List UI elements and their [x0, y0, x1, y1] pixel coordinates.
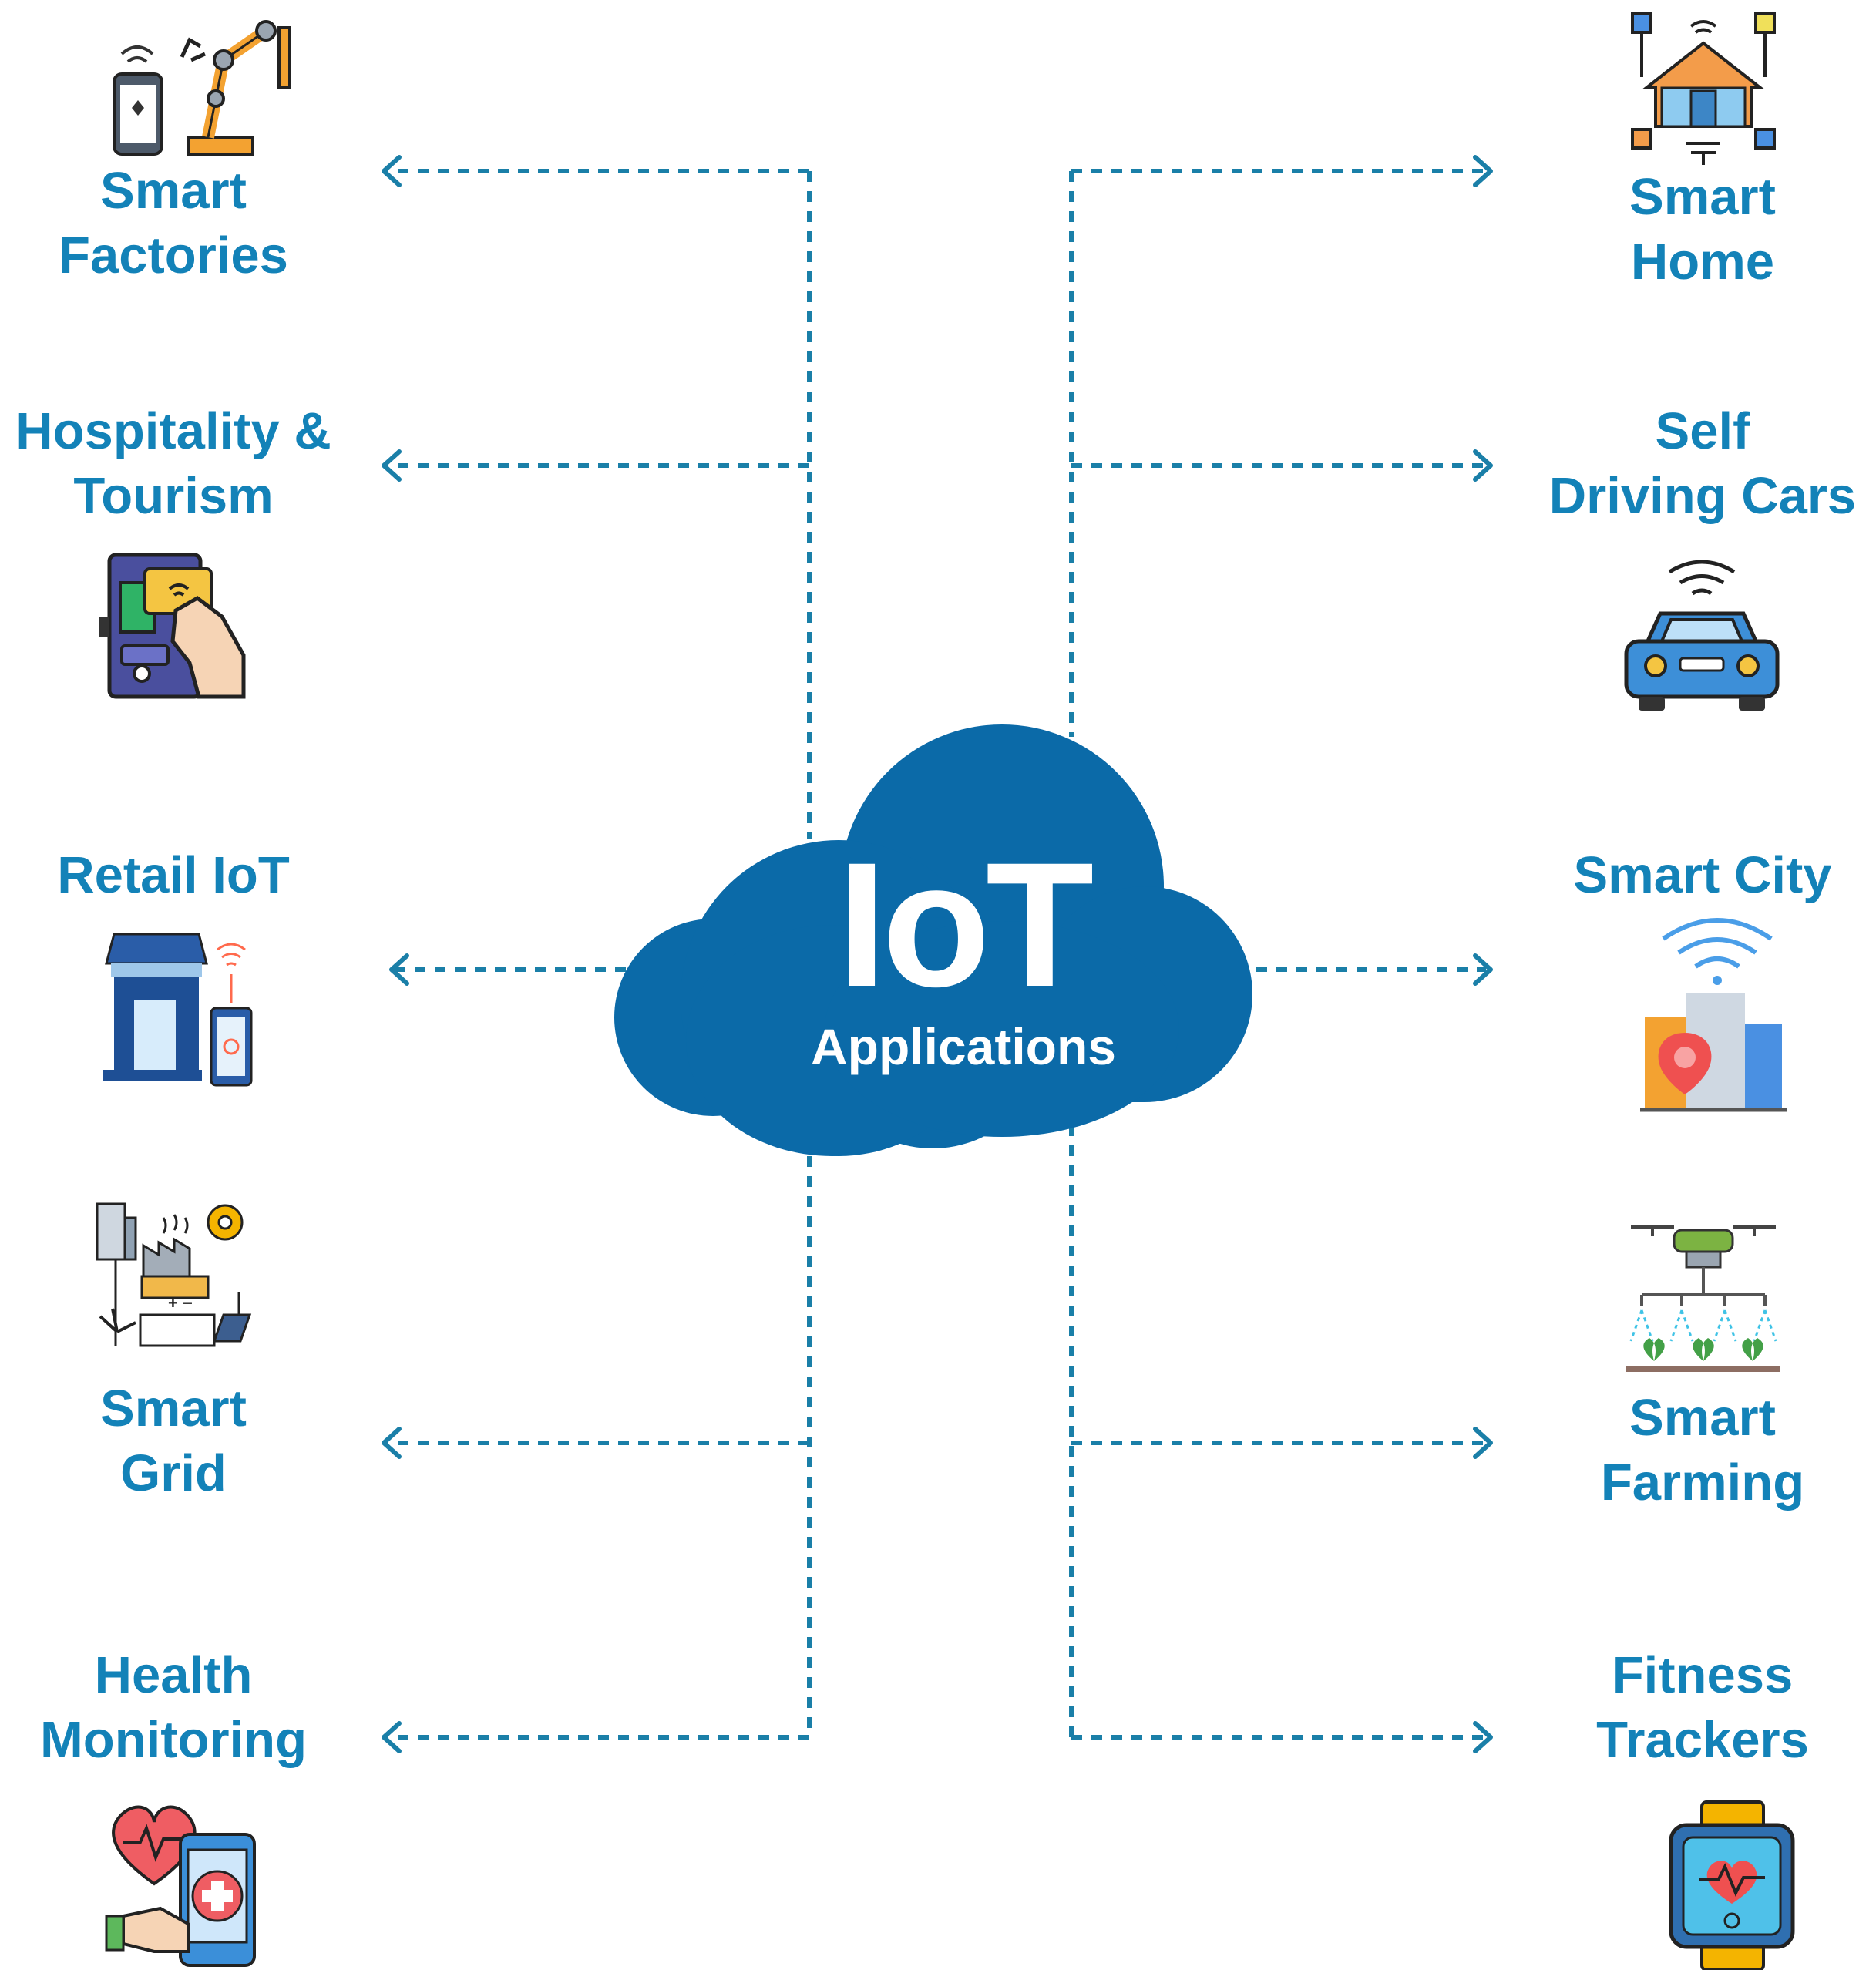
- connected-house-icon: [1631, 12, 1776, 165]
- label-hospitality-line1: Hospitality &: [15, 402, 331, 460]
- label-hospitality-tourism: Hospitality & Tourism: [0, 399, 347, 529]
- arrowheads: [382, 155, 1493, 1753]
- store-phone-icon: [103, 933, 253, 1087]
- arrowhead-right-1: [1473, 155, 1493, 187]
- svg-text:+ −: + −: [168, 1293, 193, 1313]
- arrowhead-right-4: [1473, 1427, 1493, 1459]
- arrowhead-left-4: [382, 1427, 402, 1459]
- label-smart-farming-line2: Farming: [1600, 1454, 1805, 1511]
- label-retail-iot: Retail IoT: [0, 843, 347, 908]
- label-health-line1: Health: [94, 1646, 253, 1704]
- arrowhead-left-2: [382, 449, 402, 482]
- cloud-title: IoT: [837, 825, 1094, 1024]
- arrowhead-left-3: [389, 953, 409, 986]
- label-fitness-trackers: Fitness Trackers: [1529, 1643, 1876, 1773]
- label-smart-farming: Smart Farming: [1529, 1386, 1876, 1515]
- label-smart-grid: Smart Grid: [0, 1377, 347, 1506]
- connected-car-icon: [1624, 560, 1780, 711]
- label-smart-grid-line1: Smart: [100, 1380, 247, 1437]
- label-smart-grid-line2: Grid: [120, 1444, 227, 1502]
- label-smart-factories-line1: Smart: [100, 162, 247, 220]
- label-smart-factories: Smart Factories: [0, 159, 347, 288]
- cloud-subtitle: Applications: [810, 1018, 1117, 1075]
- label-fitness-line2: Trackers: [1596, 1711, 1809, 1769]
- arrowhead-right-5: [1473, 1721, 1493, 1753]
- label-health-line2: Monitoring: [39, 1711, 308, 1769]
- arrowhead-right-3: [1473, 953, 1493, 986]
- label-self-driving-line2: Driving Cars: [1548, 467, 1857, 525]
- label-smart-factories-line2: Factories: [59, 227, 288, 284]
- label-smart-farming-line1: Smart: [1629, 1389, 1776, 1447]
- label-smart-home: Smart Home: [1529, 165, 1876, 294]
- label-self-driving-cars: Self Driving Cars: [1529, 399, 1876, 529]
- smartwatch-heart-icon: [1669, 1800, 1795, 1970]
- label-health-monitoring: Health Monitoring: [0, 1643, 347, 1773]
- heart-phone-medical-icon: [105, 1805, 256, 1967]
- connectors: [387, 169, 1486, 1740]
- cloud-shape: [614, 724, 1252, 1156]
- label-smart-city-line1: Smart City: [1573, 846, 1832, 904]
- power-grid-icon: + −: [96, 1202, 252, 1347]
- label-self-driving-line1: Self: [1655, 402, 1750, 460]
- label-smart-home-line1: Smart: [1629, 168, 1776, 226]
- city-buildings-wifi-icon: [1640, 918, 1787, 1112]
- keycard-door-lock-icon: [99, 553, 246, 699]
- label-hospitality-line2: Tourism: [73, 467, 274, 525]
- robot-arm-phone-icon: [113, 20, 291, 156]
- drone-irrigation-icon: [1626, 1225, 1780, 1372]
- label-smart-city: Smart City: [1529, 843, 1876, 908]
- arrowhead-left-1: [382, 155, 402, 187]
- label-fitness-line1: Fitness: [1612, 1646, 1794, 1704]
- label-smart-home-line2: Home: [1630, 233, 1775, 291]
- arrowhead-right-2: [1473, 449, 1493, 482]
- label-retail-line1: Retail IoT: [57, 846, 290, 904]
- arrowhead-left-5: [382, 1721, 402, 1753]
